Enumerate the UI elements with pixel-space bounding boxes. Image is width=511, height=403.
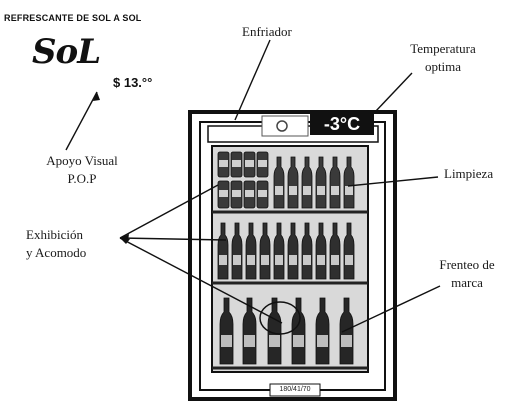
label-enfriador: Enfriador <box>242 23 292 40</box>
label-limpieza: Limpieza <box>444 165 493 182</box>
fridge-logo-icon <box>277 121 287 131</box>
temperature-display: -3°C <box>310 113 374 135</box>
label-frenteo: Frenteo de <box>424 256 510 273</box>
label-temperatura-2: optima <box>398 58 488 75</box>
label-pop: P.O.P <box>32 170 132 187</box>
fridge-plate-text: 180/41/70 <box>270 386 320 393</box>
label-temperatura: Temperatura <box>398 40 488 57</box>
label-apoyo-visual: Apoyo Visual <box>32 152 132 169</box>
label-acomodo: y Acomodo <box>26 244 86 261</box>
label-marca: marca <box>424 274 510 291</box>
label-exhibicion: Exhibición <box>26 226 83 243</box>
